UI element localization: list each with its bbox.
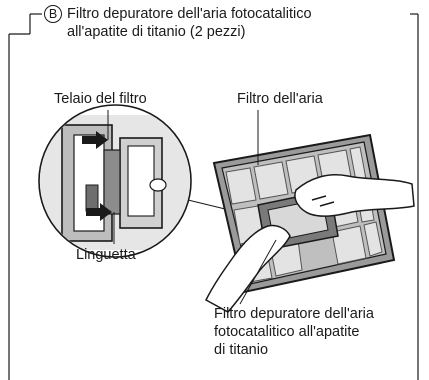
leader-lines xyxy=(107,110,277,305)
title-line-1: Filtro depuratore dell'aria fotocataliti… xyxy=(67,6,312,22)
label-titanium-filter-2: fotocatalitico all'apatite xyxy=(214,324,360,340)
arrow-icon xyxy=(82,131,112,221)
part-badge: B xyxy=(44,5,62,23)
hand-left xyxy=(205,224,291,313)
label-tab: Linguetta xyxy=(76,247,136,263)
bracket-lines xyxy=(8,13,419,380)
label-filter-frame: Telaio del filtro xyxy=(54,91,147,107)
hand-right xyxy=(294,174,415,217)
label-titanium-filter-3: di titanio xyxy=(214,342,269,358)
title-line-2: all'apatite di titanio (2 pezzi) xyxy=(67,24,246,40)
label-air-filter: Filtro dell'aria xyxy=(237,91,323,107)
label-titanium-filter-1: Filtro depuratore dell'aria xyxy=(214,306,374,322)
zoom-detail-circle xyxy=(38,104,192,258)
